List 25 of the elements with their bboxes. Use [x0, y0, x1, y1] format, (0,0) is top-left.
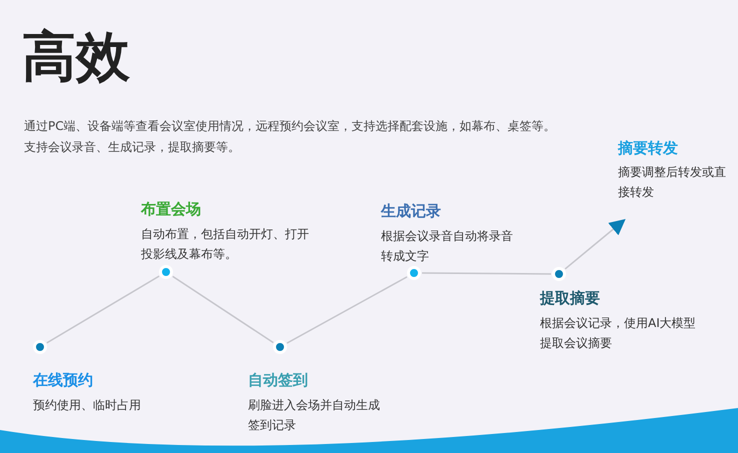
- timeline-dot: [552, 267, 566, 281]
- timeline-dot: [159, 265, 173, 279]
- step-heading: 生成记录: [381, 201, 442, 221]
- step-heading: 布置会场: [141, 199, 202, 219]
- step-description: 预约使用、临时占用: [33, 397, 142, 414]
- step-description: 摘要调整后转发或直接转发: [618, 164, 727, 201]
- arrow: [564, 218, 626, 270]
- connector-line: [46, 275, 160, 344]
- timeline-dot: [33, 340, 47, 354]
- step-description: 根据会议录音自动将录音转成文字: [381, 228, 514, 265]
- step-heading: 摘要转发: [618, 138, 679, 158]
- step-description: 自动布置，包括自动开灯、打开投影线及幕布等。: [141, 226, 310, 263]
- timeline-dot: [273, 340, 287, 354]
- step-heading: 提取摘要: [540, 288, 601, 308]
- connector-line: [286, 276, 408, 344]
- description-text: 支持会议录音、生成记录，提取摘要等。: [24, 139, 240, 156]
- connector-line: [172, 276, 274, 344]
- step-description: 刷脸进入会场并自动生成签到记录: [248, 397, 381, 434]
- connector-line: [422, 272, 551, 275]
- step-heading: 在线预约: [33, 370, 94, 390]
- description-text: 通过PC端、设备端等查看会议室使用情况，远程预约会议室，支持选择配套设施，如幕布、桌签等。: [24, 118, 556, 135]
- title: 高效: [22, 24, 130, 90]
- step-heading: 自动签到: [248, 370, 309, 390]
- step-description: 根据会议记录，使用AI大模型提取会议摘要: [540, 315, 697, 352]
- timeline-dot: [407, 266, 421, 280]
